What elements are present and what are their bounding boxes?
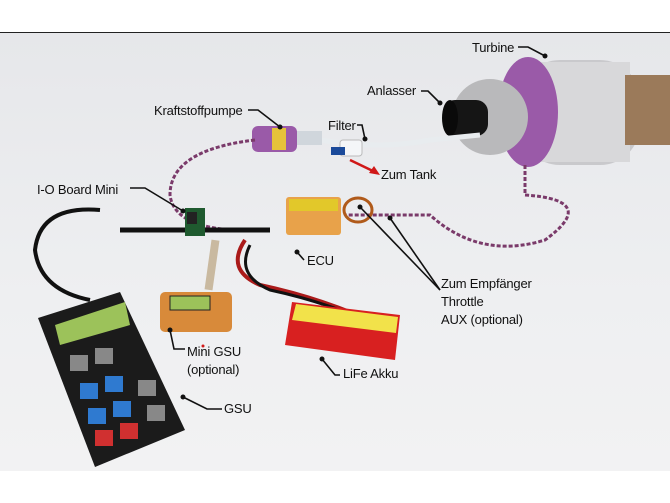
label-battery: LiFe Akku (343, 366, 399, 381)
label-throttle: Throttle (441, 294, 484, 309)
label-starter: Anlasser (367, 83, 416, 98)
label-gsu: GSU (224, 401, 252, 416)
label-io-board: I-O Board Mini (37, 182, 119, 197)
ecu-unit (286, 197, 341, 235)
label-ecu: ECU (307, 253, 334, 268)
battery (285, 302, 400, 360)
io-board (185, 208, 205, 236)
label-aux: AUX (optional) (441, 312, 523, 327)
gsu-device (38, 292, 185, 467)
mini-gsu-device (160, 292, 232, 348)
label-receiver: Zum Empfänger (441, 276, 532, 291)
to-tank-arrow (349, 158, 376, 174)
arrowheads (167, 53, 548, 400)
filter (331, 139, 363, 157)
label-fuel-pump: Kraftstoffpumpe (154, 103, 243, 118)
label-turbine: Turbine (472, 40, 515, 55)
label-mini-gsu-optional: (optional) (187, 362, 240, 377)
leader-arrows (130, 46, 546, 410)
to-tank-arrowhead (369, 166, 380, 175)
label-to-tank: Zum Tank (381, 167, 437, 182)
fuel-pump (252, 126, 322, 152)
label-filter: Filter (328, 118, 356, 133)
label-mini-gsu: Mini GSU (187, 344, 242, 359)
turbine (442, 57, 670, 167)
